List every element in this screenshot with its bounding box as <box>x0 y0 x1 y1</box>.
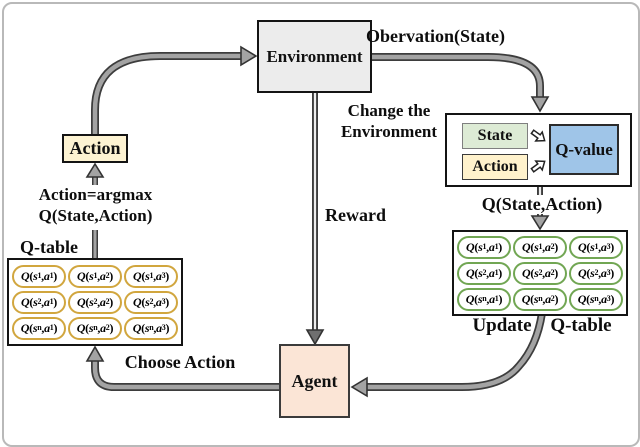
observation-label: Obervation(State) <box>366 26 505 46</box>
panel-hollow-arrows <box>530 129 546 173</box>
action-box: Action <box>62 134 128 163</box>
reward-label: Reward <box>325 205 386 225</box>
action-chip-label: Action <box>472 158 518 175</box>
agent-label: Agent <box>291 370 338 391</box>
state-chip-label: State <box>477 127 513 144</box>
update-to-agent-arrow <box>350 312 546 398</box>
change-environment-line1: Change the <box>347 101 431 120</box>
qvalue-panel: State Action Q-value <box>445 113 632 187</box>
environment-box: Environment <box>257 20 372 93</box>
argmax-line2: Q(State,Action) <box>38 205 153 225</box>
argmax-line1: Action=argmax <box>38 185 153 204</box>
action-to-environment-arrow <box>91 45 258 140</box>
qvalue-chip: Q-value <box>549 124 619 175</box>
agent-box: Agent <box>279 344 350 418</box>
environment-label: Environment <box>266 46 363 66</box>
argmax-label: Action=argmax Q(State,Action) <box>14 185 177 226</box>
action-label: Action <box>69 138 121 158</box>
qvalue-chip-label: Q-value <box>555 139 613 159</box>
qtable-to-action-arrow <box>85 162 105 258</box>
state-chip: State <box>462 123 528 149</box>
qvalue-to-qtable-arrow <box>530 186 550 231</box>
reward-arrow <box>305 92 325 346</box>
qtable-title: Q-table <box>20 237 78 257</box>
change-environment-line2: Environment <box>340 121 438 141</box>
choose-action-label: Choose Action <box>124 352 236 372</box>
action-chip: Action <box>462 154 528 180</box>
observation-arrow <box>371 53 550 113</box>
agent-to-qtable-arrow <box>85 345 281 391</box>
state-to-qvalue-icon <box>530 129 546 142</box>
change-environment-label: Change the Environment <box>325 101 453 142</box>
action-to-qvalue-icon <box>530 160 546 173</box>
q-state-action-label: Q(State,Action) <box>481 194 603 214</box>
update-qtable-label: Update Q-table <box>472 315 612 336</box>
